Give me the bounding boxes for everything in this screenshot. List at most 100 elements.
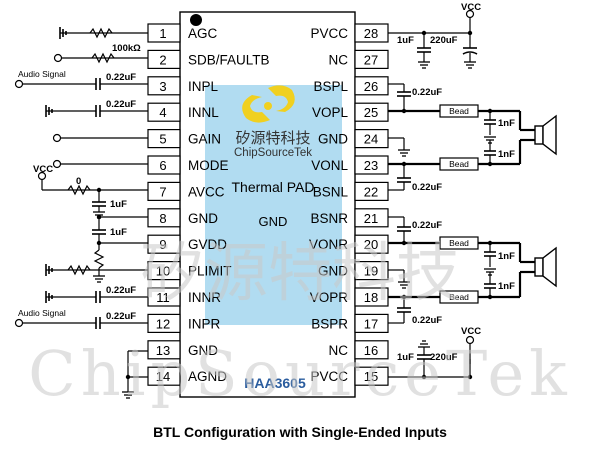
- pin-number: 7: [159, 184, 166, 199]
- bead-label-2: Bead: [449, 159, 469, 169]
- pin-name: GND: [318, 264, 348, 279]
- logo-chinese: 矽源特科技: [235, 130, 310, 147]
- pin-name: VONR: [309, 237, 348, 252]
- pin-name: INNL: [188, 105, 219, 120]
- cap-gvdd-label: 1uF: [110, 227, 127, 238]
- pin-name: INNR: [188, 290, 221, 305]
- cap-220u-bottom-label: 220uF: [430, 352, 458, 363]
- pin-number: 24: [364, 132, 378, 147]
- pin-number: 15: [364, 369, 378, 384]
- pin-number: 19: [364, 264, 378, 279]
- pin1-marker: [190, 14, 202, 26]
- pin-number: 22: [364, 184, 378, 199]
- pin-name: GND: [188, 343, 218, 358]
- cap-bsnl-label: 0.22uF: [412, 182, 442, 193]
- pin-4: 4 INNL: [147, 102, 219, 122]
- res-0-label: 0: [76, 176, 81, 187]
- company-logo: [242, 85, 295, 123]
- audio-signal-label-left: Audio Signal: [18, 69, 66, 79]
- cap-1n-r2-label: 1nF: [498, 281, 515, 292]
- pin-name: BSNR: [310, 211, 348, 226]
- pin-number: 14: [156, 369, 170, 384]
- pin-number: 18: [364, 290, 378, 305]
- thermal-pad: [205, 85, 342, 325]
- cap-1u-top-label: 1uF: [397, 35, 414, 46]
- pin-number: 5: [159, 132, 166, 147]
- pin-19: 19 GND: [318, 261, 389, 281]
- pin-name: GND: [318, 132, 348, 147]
- pin-name: BSPR: [311, 316, 348, 331]
- cap-bspl-label: 0.22uF: [412, 87, 442, 98]
- pin-2: 2 SDB/FAULTB: [147, 49, 270, 70]
- pin-number: 23: [364, 158, 378, 173]
- pin-name: VOPL: [312, 105, 349, 120]
- pin-name: VONL: [311, 158, 348, 173]
- left-external-circuit: [22, 26, 148, 392]
- speaker-left-icon: [534, 114, 557, 156]
- pin-name: NC: [329, 343, 349, 358]
- cap-220u-top-label: 220uF: [430, 35, 458, 46]
- bead-label-1: Bead: [449, 106, 469, 116]
- chip-body: [179, 11, 356, 398]
- logo-english: ChipSourceTek: [234, 147, 312, 159]
- left-terminals: [14, 53, 63, 328]
- pin-name: AGND: [188, 369, 227, 384]
- pin-number: 25: [364, 105, 378, 120]
- cap-avcc-label: 1uF: [110, 199, 127, 210]
- pin-number: 12: [156, 316, 170, 331]
- pin-number: 16: [364, 343, 378, 358]
- cap-1u-bottom-label: 1uF: [397, 352, 414, 363]
- bead-label-4: Bead: [449, 292, 469, 302]
- pin-15: 15 PVCC: [310, 366, 389, 386]
- res-100k-label: 100kΩ: [112, 43, 141, 54]
- cap-1n-l2-label: 1nF: [498, 149, 515, 160]
- pin-number: 11: [156, 290, 170, 305]
- pin-name: SDB/FAULTB: [188, 52, 270, 67]
- pin-name: PVCC: [310, 26, 348, 41]
- watermark-english: ChipSourceTek: [28, 337, 571, 410]
- right-pin-column: 28PVCC27NC26BSPL25VOPL24GND23VONL22BSNL2…: [309, 23, 389, 386]
- pin-26: 26 BSPL: [313, 76, 389, 96]
- pin-name: INPR: [188, 316, 221, 331]
- cap-1n-l1-label: 1nF: [498, 118, 515, 129]
- bead-label-3: Bead: [449, 238, 469, 248]
- pin-24: 24 GND: [318, 129, 389, 149]
- pin-11: 11 INNR: [147, 287, 221, 307]
- cap-1n-r1-label: 1nF: [498, 251, 515, 262]
- pin-number: 8: [159, 211, 166, 226]
- cap-inpr-label: 0.22uF: [106, 311, 136, 322]
- pin-number: 26: [364, 79, 378, 94]
- pin-14: 14 AGND: [147, 366, 227, 386]
- pin-name: PVCC: [310, 369, 348, 384]
- pin-number: 4: [159, 105, 166, 120]
- speaker-right-icon: [534, 246, 557, 288]
- pin-number: 10: [156, 264, 170, 279]
- pin-name: MODE: [188, 158, 229, 173]
- vcc-label-bottom: VCC: [461, 326, 481, 337]
- pin-name: AVCC: [188, 184, 225, 199]
- pin-number: 3: [159, 79, 166, 94]
- pin-17: 17 BSPR: [311, 313, 389, 333]
- pin-number: 2: [159, 52, 166, 67]
- thermal-pad-gnd: GND: [259, 214, 288, 229]
- vcc-label-top: VCC: [461, 2, 481, 13]
- watermark-chinese: 矽源特科技: [140, 237, 460, 311]
- vcc-label-left: VCC: [33, 164, 53, 175]
- beads: [439, 104, 479, 304]
- pin-number: 21: [364, 211, 378, 226]
- pin-number: 17: [364, 316, 378, 331]
- pin-name: BSPL: [313, 79, 348, 94]
- chip-name: HAA3605: [244, 375, 306, 391]
